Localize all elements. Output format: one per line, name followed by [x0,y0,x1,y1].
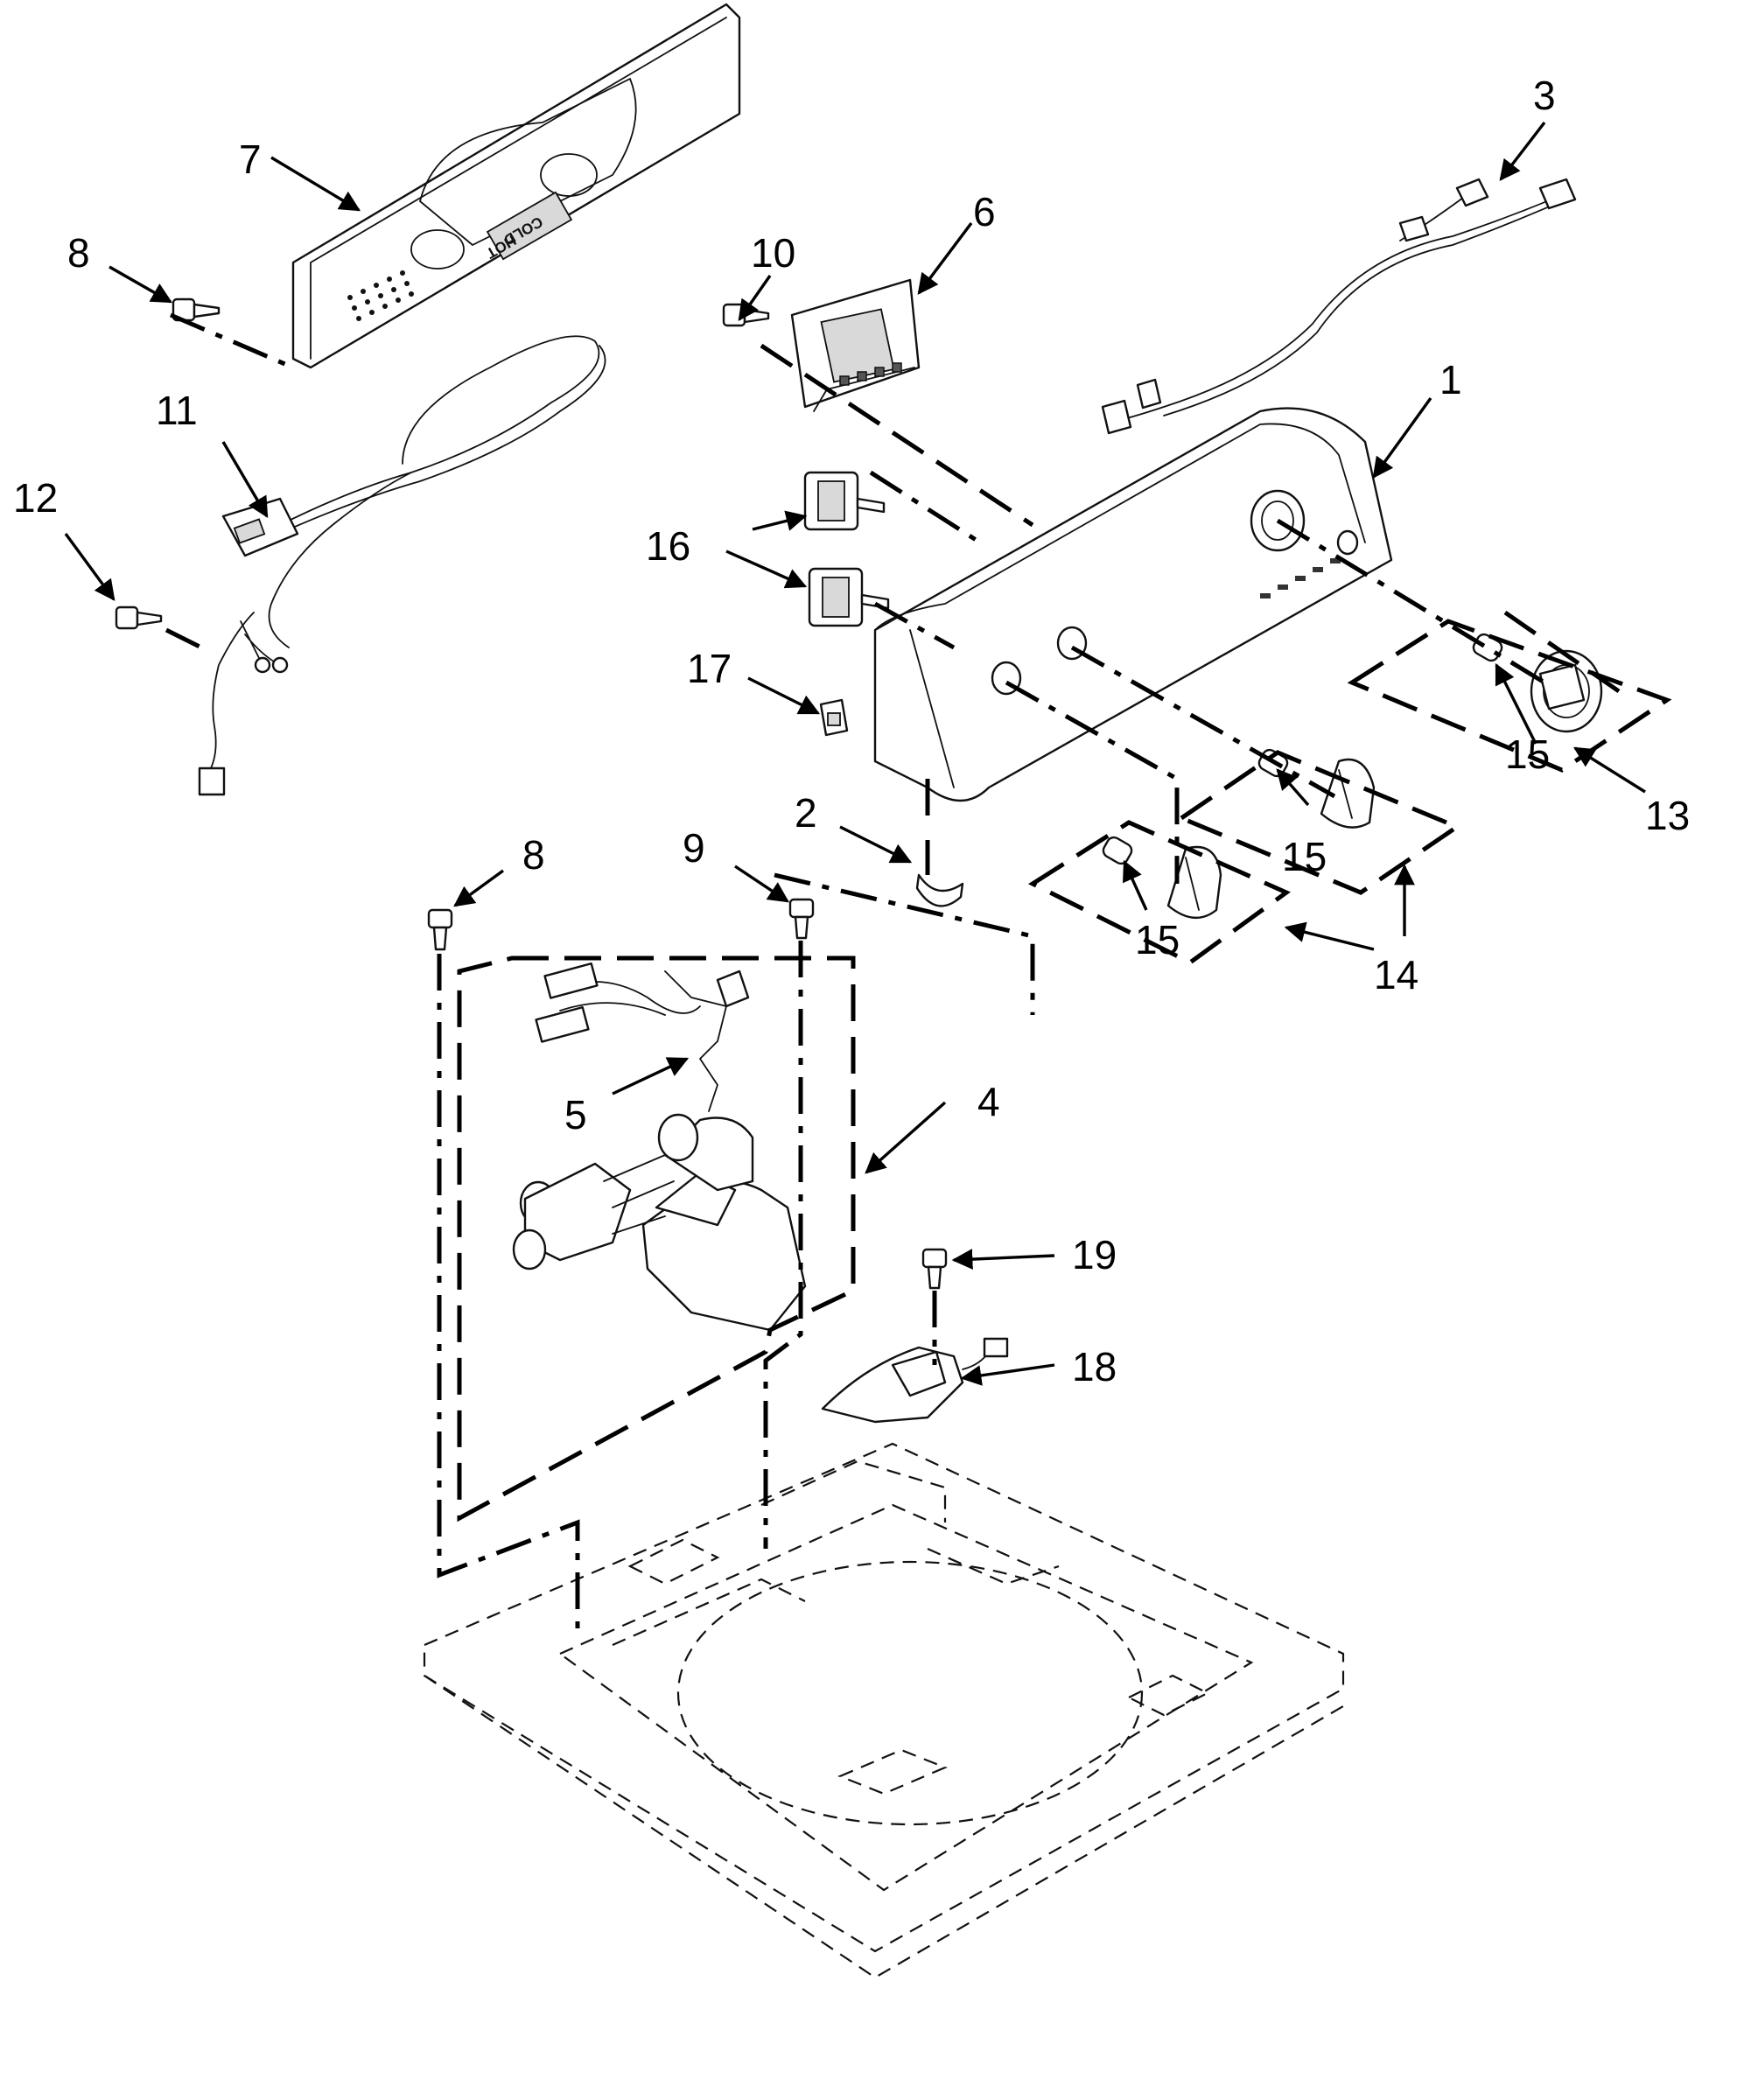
callout-17: 17 [687,646,732,691]
mounting-clip [819,698,849,737]
screw-8-lower [427,908,453,951]
callout-11: 11 [156,388,198,433]
console-end-clip [915,873,964,907]
knob-medium-lower [1166,845,1222,920]
washer-base-top [423,1442,1345,1979]
knob-large-cycle [1530,649,1603,733]
electronic-control-board [790,278,921,412]
control-console [873,407,1393,802]
knob-insert-3 [1102,836,1133,865]
callout-19: 19 [1072,1232,1117,1278]
water-level-sensor [821,1337,1009,1424]
leader-arrows [64,121,1646,1386]
callout-15-upper: 15 [1505,732,1550,777]
water-valve-assembly [512,962,807,1332]
callout-12: 12 [13,475,58,521]
screw-9 [788,898,815,940]
assembly-guide-lines [165,312,1672,1632]
callout-4: 4 [977,1079,1000,1124]
callout-9: 9 [683,825,705,871]
callout-3: 3 [1533,73,1556,118]
callout-6: 6 [973,189,996,234]
callout-7: 7 [239,136,262,182]
callout-8-upper: 8 [67,230,90,276]
power-cord [198,335,606,796]
callout-16: 16 [646,523,690,569]
console-rear-panel: COLD HOT [291,3,741,369]
callout-18: 18 [1072,1344,1117,1390]
callout-8-lower: 8 [522,832,545,878]
rotary-switch-lower [808,567,890,627]
callout-2: 2 [795,790,817,836]
callout-15-lower: 15 [1135,917,1180,962]
callout-15-middle: 15 [1282,834,1327,879]
knob-insert-1 [1472,633,1503,662]
callout-1: 1 [1439,357,1462,402]
callout-5: 5 [564,1092,587,1138]
callout-13: 13 [1645,793,1690,838]
callout-labels: 1 2 3 4 5 6 7 8 8 9 10 11 12 13 14 15 15… [13,73,1690,1390]
wire-harness [1101,178,1577,435]
screw-12 [115,606,163,630]
rotary-switch-upper [803,471,886,531]
screw-19 [921,1248,948,1290]
callout-10: 10 [751,230,795,276]
callout-14: 14 [1374,952,1418,998]
